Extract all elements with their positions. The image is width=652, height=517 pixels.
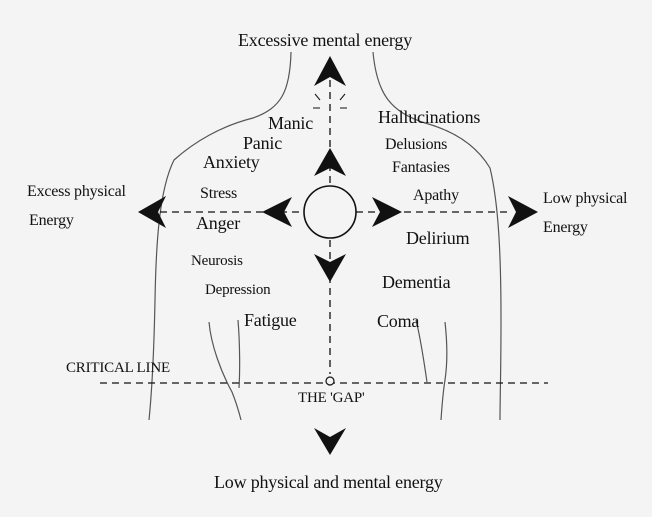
arrow-left-inner <box>262 197 292 227</box>
state-hallucinations: Hallucinations <box>378 107 481 127</box>
arrow-left-outer <box>138 196 166 228</box>
left-body-outline <box>148 51 292 421</box>
state-delusions: Delusions <box>385 136 448 153</box>
right-hip-line <box>415 319 428 383</box>
state-fantasies: Fantasies <box>392 159 450 176</box>
state-depression: Depression <box>205 282 271 298</box>
right-body-outline <box>372 51 502 421</box>
critical-line-label: CRITICAL LINE <box>66 360 170 376</box>
state-manic: Manic <box>268 113 313 133</box>
top-label: Excessive mental energy <box>238 30 413 50</box>
arrow-down-bottom <box>314 428 346 455</box>
state-coma: Coma <box>377 311 420 331</box>
dashed-lines <box>100 80 548 384</box>
arrow-right-inner <box>372 197 402 227</box>
state-anxiety: Anxiety <box>203 152 260 172</box>
state-stress: Stress <box>200 185 238 202</box>
state-dementia: Dementia <box>382 272 451 292</box>
state-neurosis: Neurosis <box>191 253 243 269</box>
bottom-label: Low physical and mental energy <box>214 472 443 492</box>
right-arm-line <box>440 321 448 421</box>
gap-label: THE 'GAP' <box>298 390 365 406</box>
arrow-down-inner <box>314 254 346 282</box>
state-anger: Anger <box>196 213 240 233</box>
state-fatigue: Fatigue <box>244 310 297 330</box>
arrow-up-top <box>314 56 346 86</box>
left-arm-line <box>208 321 242 421</box>
gap-marker <box>325 376 335 386</box>
arrow-up-inner <box>314 148 346 176</box>
right-label-line1: Low physical <box>543 190 628 207</box>
center-circle <box>303 185 357 239</box>
tick-marks <box>313 93 347 109</box>
arrow-right-outer <box>508 196 538 228</box>
left-label-line2: Energy <box>29 212 74 229</box>
arrowheads <box>138 56 538 455</box>
body-outline <box>148 51 502 421</box>
left-hip-line <box>237 319 241 389</box>
state-delirium: Delirium <box>406 228 470 248</box>
left-label-line1: Excess physical <box>27 183 126 200</box>
state-apathy: Apathy <box>413 187 459 204</box>
state-panic: Panic <box>243 133 282 153</box>
right-label-line2: Energy <box>543 219 588 236</box>
